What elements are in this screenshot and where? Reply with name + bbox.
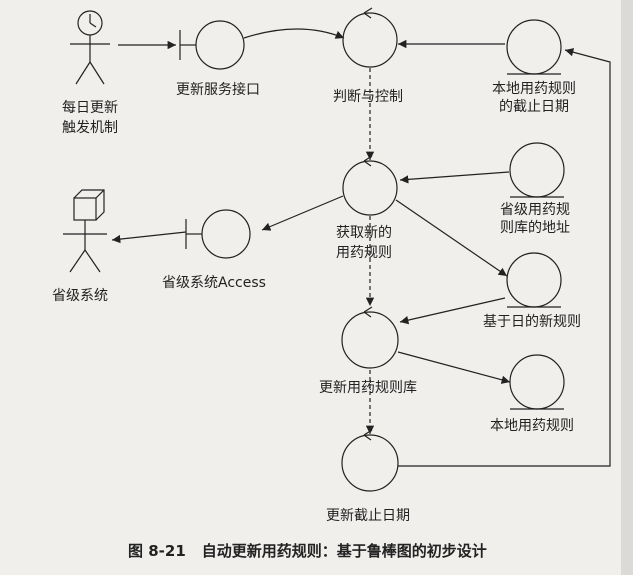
book-page-edge <box>621 0 633 575</box>
update-date-label: 更新截止日期 <box>326 508 410 524</box>
update-service-label: 更新服务接口 <box>176 81 260 98</box>
prov-address-label: 省级用药规则库的地址 <box>500 202 570 236</box>
date-rules-label: 基于日的新规则 <box>483 313 581 330</box>
boundary-access <box>185 209 251 259</box>
conn-updatelib-to-localrules <box>397 351 511 384</box>
boundary-update-service <box>179 20 245 70</box>
access-label: 省级系统Access <box>162 275 266 291</box>
conn-service-to-judge <box>243 28 345 39</box>
caption-number: 图 8-21 <box>128 542 186 560</box>
entity-prov-address <box>509 142 565 198</box>
conn-access-to-province <box>111 231 187 244</box>
figure-caption: 图 8-21 自动更新用药规则：基于鲁棒图的初步设计 <box>128 542 487 560</box>
province-label: 省级系统 <box>52 288 108 304</box>
actor-province <box>63 189 107 273</box>
conn-daterules-to-updatelib <box>399 297 506 325</box>
judge-label: 判断与控制 <box>333 89 403 105</box>
conn-updatedate-to-deadline <box>398 48 611 467</box>
local-rules-label: 本地用药规则 <box>490 418 574 434</box>
fetch-label: 获取新的用药规则 <box>336 225 392 261</box>
conn-fetch-to-daterules <box>395 199 508 277</box>
box-icon <box>73 189 105 221</box>
conn-fetch-to-access <box>261 195 344 231</box>
entity-local-rules <box>509 354 565 410</box>
timer-label: 每日更新触发机制 <box>62 100 118 136</box>
control-update-lib <box>341 306 399 369</box>
caption-title: 自动更新用药规则：基于鲁棒图的初步设计 <box>202 542 487 560</box>
actor-timer <box>70 10 110 85</box>
control-update-date <box>341 429 399 492</box>
control-judge <box>342 7 398 68</box>
update-lib-label: 更新用药规则库 <box>319 380 417 396</box>
entity-date-rules <box>506 252 562 308</box>
local-deadline-label: 本地用药规则的截止日期 <box>492 81 576 115</box>
conn-address-to-fetch <box>399 171 510 184</box>
entity-local-deadline <box>506 19 562 75</box>
control-fetch <box>342 155 398 216</box>
